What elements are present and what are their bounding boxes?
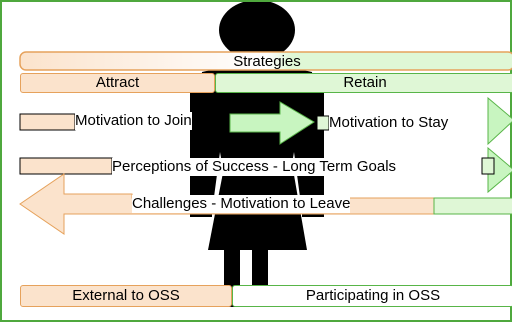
strategies-label: Strategies [233,53,301,70]
retain-label: Retain [343,74,387,91]
motivation-join-label: Motivation to Join [75,112,192,130]
motivation-stay-label: Motivation to Stay [329,114,449,132]
external-box [20,285,232,307]
external-label: External to OSS [72,287,180,304]
attract-box [20,73,215,93]
perceptions-label: Perceptions of Success - Long Term Goals [112,158,397,176]
participating-label: Participating in OSS [305,287,441,304]
participating-box [232,285,512,307]
challenges-label: Challenges - Motivation to Leave [132,195,351,213]
retain-box [215,73,512,93]
attract-label: Attract [95,74,140,91]
